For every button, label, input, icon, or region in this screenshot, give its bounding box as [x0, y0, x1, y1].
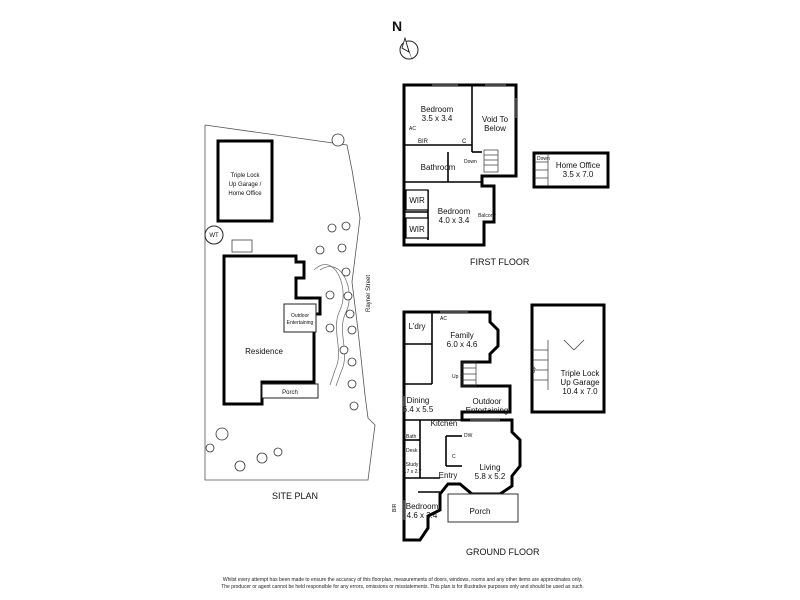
compass-icon [399, 36, 419, 62]
void-line2: Below [484, 124, 506, 133]
entry-label: Entry [439, 471, 458, 480]
balcony-label: Balcony [478, 213, 496, 219]
living-size: 5.8 x 5.2 [475, 472, 506, 481]
water-tank-label: WT [209, 233, 219, 239]
ground-floor-stair [461, 361, 477, 387]
bathroom-label: Bathroom [421, 163, 456, 172]
desk-label: Desk [406, 448, 418, 454]
garage-line1: Triple Lock [561, 369, 601, 378]
first-floor [402, 83, 518, 247]
site-garage-line2: Up Garage / [229, 182, 262, 188]
ff-ac-label: AC [409, 126, 416, 132]
garage-outline [530, 303, 606, 414]
study-name: Study [406, 462, 419, 468]
site-boundary [204, 124, 376, 481]
ff-down-label: Down [464, 159, 477, 165]
water-tank-icon [204, 225, 224, 245]
ground-floor-caption: GROUND FLOOR [466, 547, 540, 557]
bedroom2-name: Bedroom [438, 207, 471, 216]
ldry-label: L'dry [408, 322, 425, 331]
site-outdoor-line2: Entertaining [287, 320, 314, 326]
ff-bir-label: BIR [418, 139, 429, 145]
dining-name: Dining [407, 396, 430, 405]
home-office-name: Home Office [556, 161, 601, 170]
disclaimer-line2: The producer or agent cannot be held res… [221, 584, 584, 590]
gf-outdoor-line2: Entertaining [466, 406, 509, 415]
gf-ac-label: AC [440, 316, 447, 322]
family-name: Family [450, 331, 474, 340]
gf-c-label: C [452, 454, 456, 460]
first-floor-outline [402, 83, 518, 247]
wir2-label: WIR [409, 225, 425, 234]
void-line1: Void To [482, 115, 509, 124]
bath-label: Bath [406, 434, 417, 440]
site-trees [205, 133, 359, 472]
bedroom2-size: 4.0 x 3.4 [439, 216, 470, 225]
bedroom1-size: 3.5 x 3.4 [422, 114, 453, 123]
gf-bedroom-size: 4.6 x 3.4 [407, 511, 438, 520]
site-garage-line1: Triple Lock [230, 173, 260, 179]
disclaimer: Whilst every attempt has been made to en… [205, 577, 600, 591]
site-outdoor [283, 303, 317, 333]
site-plan [204, 124, 376, 481]
garage-line2: Up Garage [560, 378, 600, 387]
site-residence-label: Residence [245, 347, 283, 356]
garage-up-label: Up [531, 366, 537, 373]
wir-1 [405, 189, 429, 211]
site-garage-line3: Home Office [228, 191, 262, 197]
first-floor-caption: FIRST FLOOR [470, 257, 530, 267]
family-size: 6.0 x 4.6 [447, 340, 478, 349]
living-name: Living [480, 463, 501, 472]
gf-outdoor-line1: Outdoor [473, 397, 502, 406]
home-office-size: 3.5 x 7.0 [563, 170, 594, 179]
ground-floor [402, 310, 522, 542]
bedroom1-name: Bedroom [421, 105, 454, 114]
site-porch-label: Porch [282, 390, 298, 396]
gf-porch-label: Porch [470, 507, 491, 516]
gf-bir-label: BIR [392, 503, 398, 512]
garage-size: 10.4 x 7.0 [562, 387, 598, 396]
street-label: Rayner Street [366, 275, 372, 312]
first-floor-stair [483, 149, 499, 173]
site-porch [261, 383, 319, 399]
wir-2 [405, 217, 429, 239]
dw-label: DW [464, 433, 473, 439]
site-garage [216, 139, 274, 223]
north-label: N [392, 18, 403, 34]
site-plan-caption: SITE PLAN [272, 491, 318, 501]
study-size: 2.7 x 2.7 [402, 469, 421, 475]
kitchen-label: Kitchen [431, 419, 458, 428]
ff-c-label: C [462, 139, 467, 145]
disclaimer-line1: Whilst every attempt has been made to en… [222, 577, 583, 583]
site-outdoor-line1: Outdoor [291, 313, 309, 319]
ground-floor-outline [402, 310, 522, 542]
gf-up-label: Up [452, 374, 459, 380]
ground-porch [447, 493, 519, 523]
dining-size: 6.4 x 5.5 [403, 405, 434, 414]
home-office-down: Down [537, 156, 550, 162]
wir1-label: WIR [409, 196, 425, 205]
gf-bedroom-name: Bedroom [406, 502, 439, 511]
